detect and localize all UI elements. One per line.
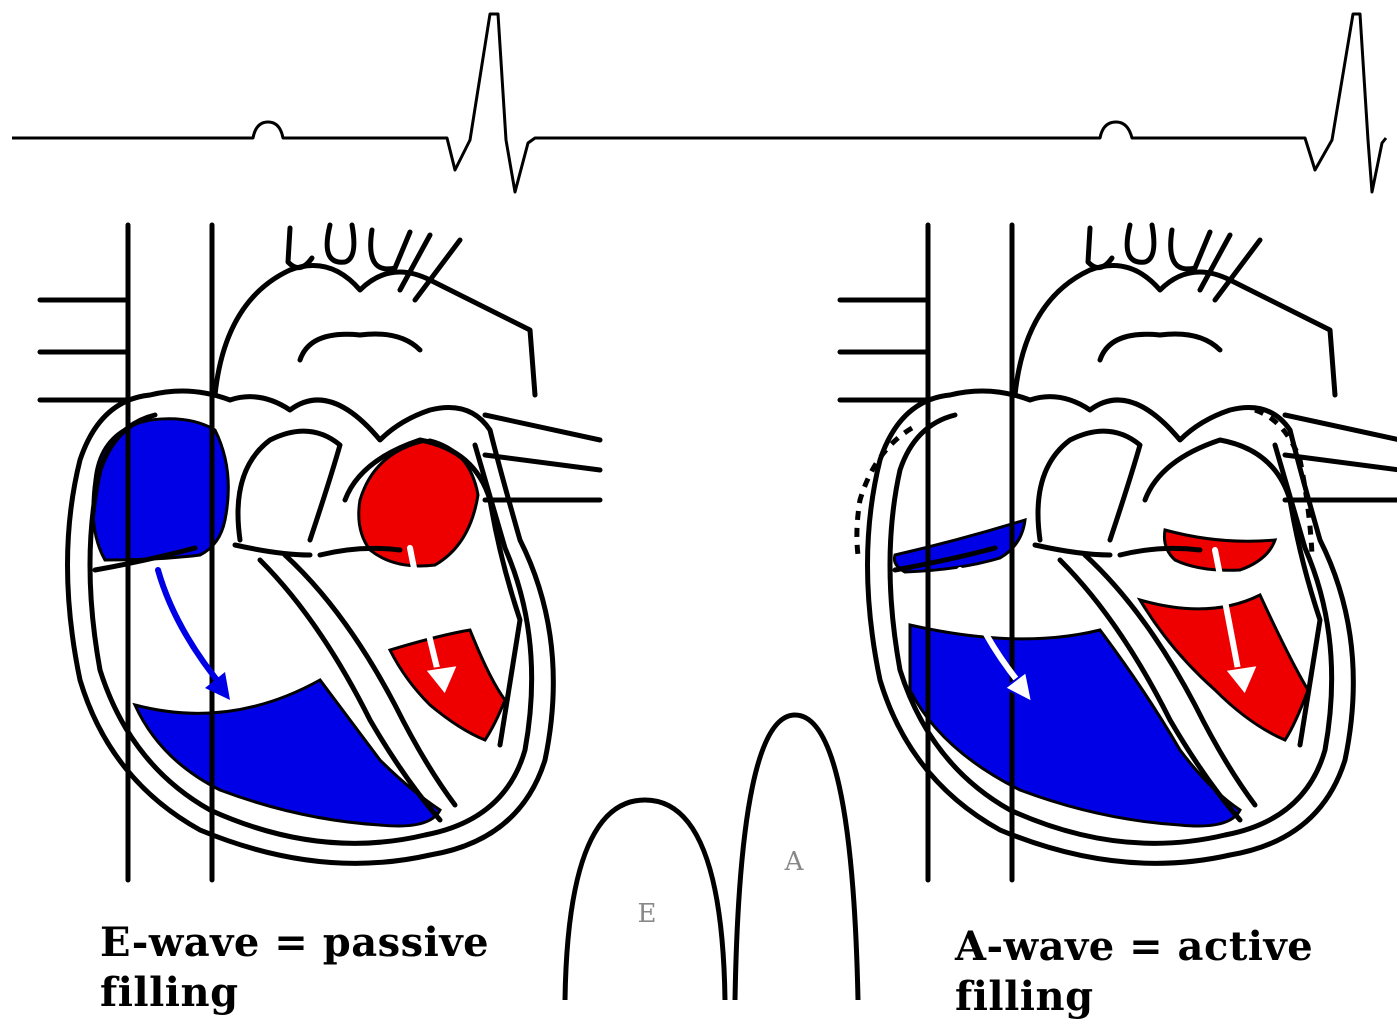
ecg-trace: [12, 14, 1386, 192]
heart-a-wave: [840, 225, 1397, 880]
left-ventricle-blood: [1140, 595, 1308, 740]
e-wave-caption-line1: E-wave = passive: [100, 918, 520, 968]
a-wave-label: A: [784, 847, 805, 877]
doppler-waveform: E A: [565, 715, 858, 1000]
ecg-line: [12, 14, 1386, 192]
e-wave-label: E: [638, 899, 657, 929]
tricuspid-flow-arrow: [158, 570, 225, 690]
e-wave-caption-line2: filling: [100, 968, 520, 1018]
a-wave-caption-line1: A-wave = active: [955, 922, 1375, 972]
heart-e-wave: [40, 225, 600, 880]
a-wave-caption: A-wave = active filling: [955, 922, 1375, 1022]
a-wave-caption-line2: filling: [955, 972, 1375, 1022]
e-wave-caption: E-wave = passive filling: [100, 918, 520, 1018]
